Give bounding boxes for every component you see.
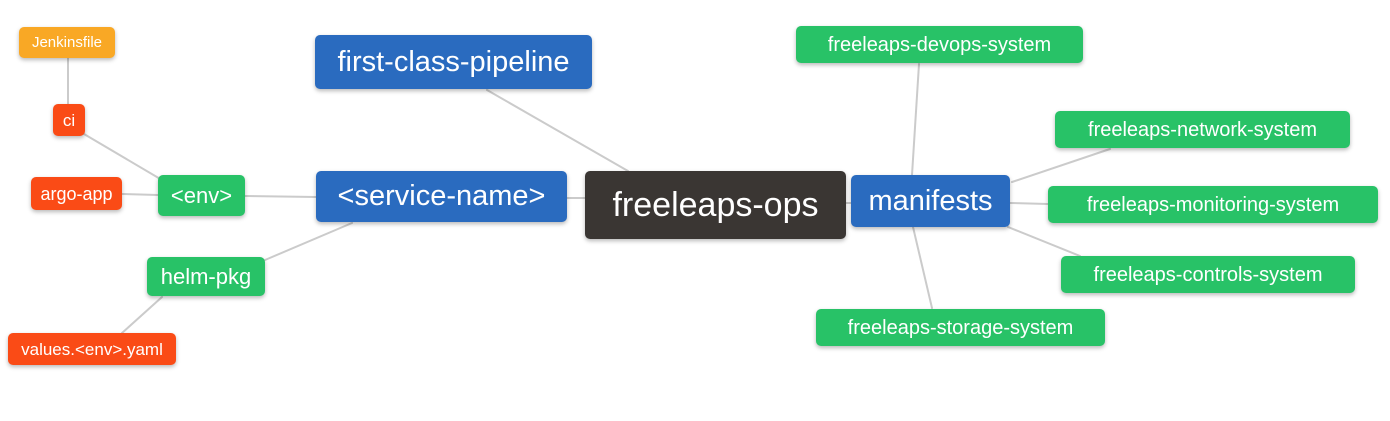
mindmap-node-argo-app[interactable]: argo-app xyxy=(31,177,122,210)
mindmap-node-monitoring-system[interactable]: freeleaps-monitoring-system xyxy=(1048,186,1378,223)
mindmap-node-controls-system[interactable]: freeleaps-controls-system xyxy=(1061,256,1355,293)
mindmap-node-storage-system[interactable]: freeleaps-storage-system xyxy=(816,309,1105,346)
mindmap-node-first-class-pipeline[interactable]: first-class-pipeline xyxy=(315,35,592,89)
mindmap-node-freeleaps-ops[interactable]: freeleaps-ops xyxy=(585,171,846,239)
mindmap-node-values-env-yaml[interactable]: values.<env>.yaml xyxy=(8,333,176,365)
mindmap-node-devops-system[interactable]: freeleaps-devops-system xyxy=(796,26,1083,63)
mindmap-node-env[interactable]: <env> xyxy=(158,175,245,216)
mindmap-node-ci[interactable]: ci xyxy=(53,104,85,136)
mindmap-node-network-system[interactable]: freeleaps-network-system xyxy=(1055,111,1350,148)
mindmap-node-jenkinsfile[interactable]: Jenkinsfile xyxy=(19,27,115,58)
mindmap-node-manifests[interactable]: manifests xyxy=(851,175,1010,227)
mindmap-node-helm-pkg[interactable]: helm-pkg xyxy=(147,257,265,296)
mindmap-node-service-name[interactable]: <service-name> xyxy=(316,171,567,222)
